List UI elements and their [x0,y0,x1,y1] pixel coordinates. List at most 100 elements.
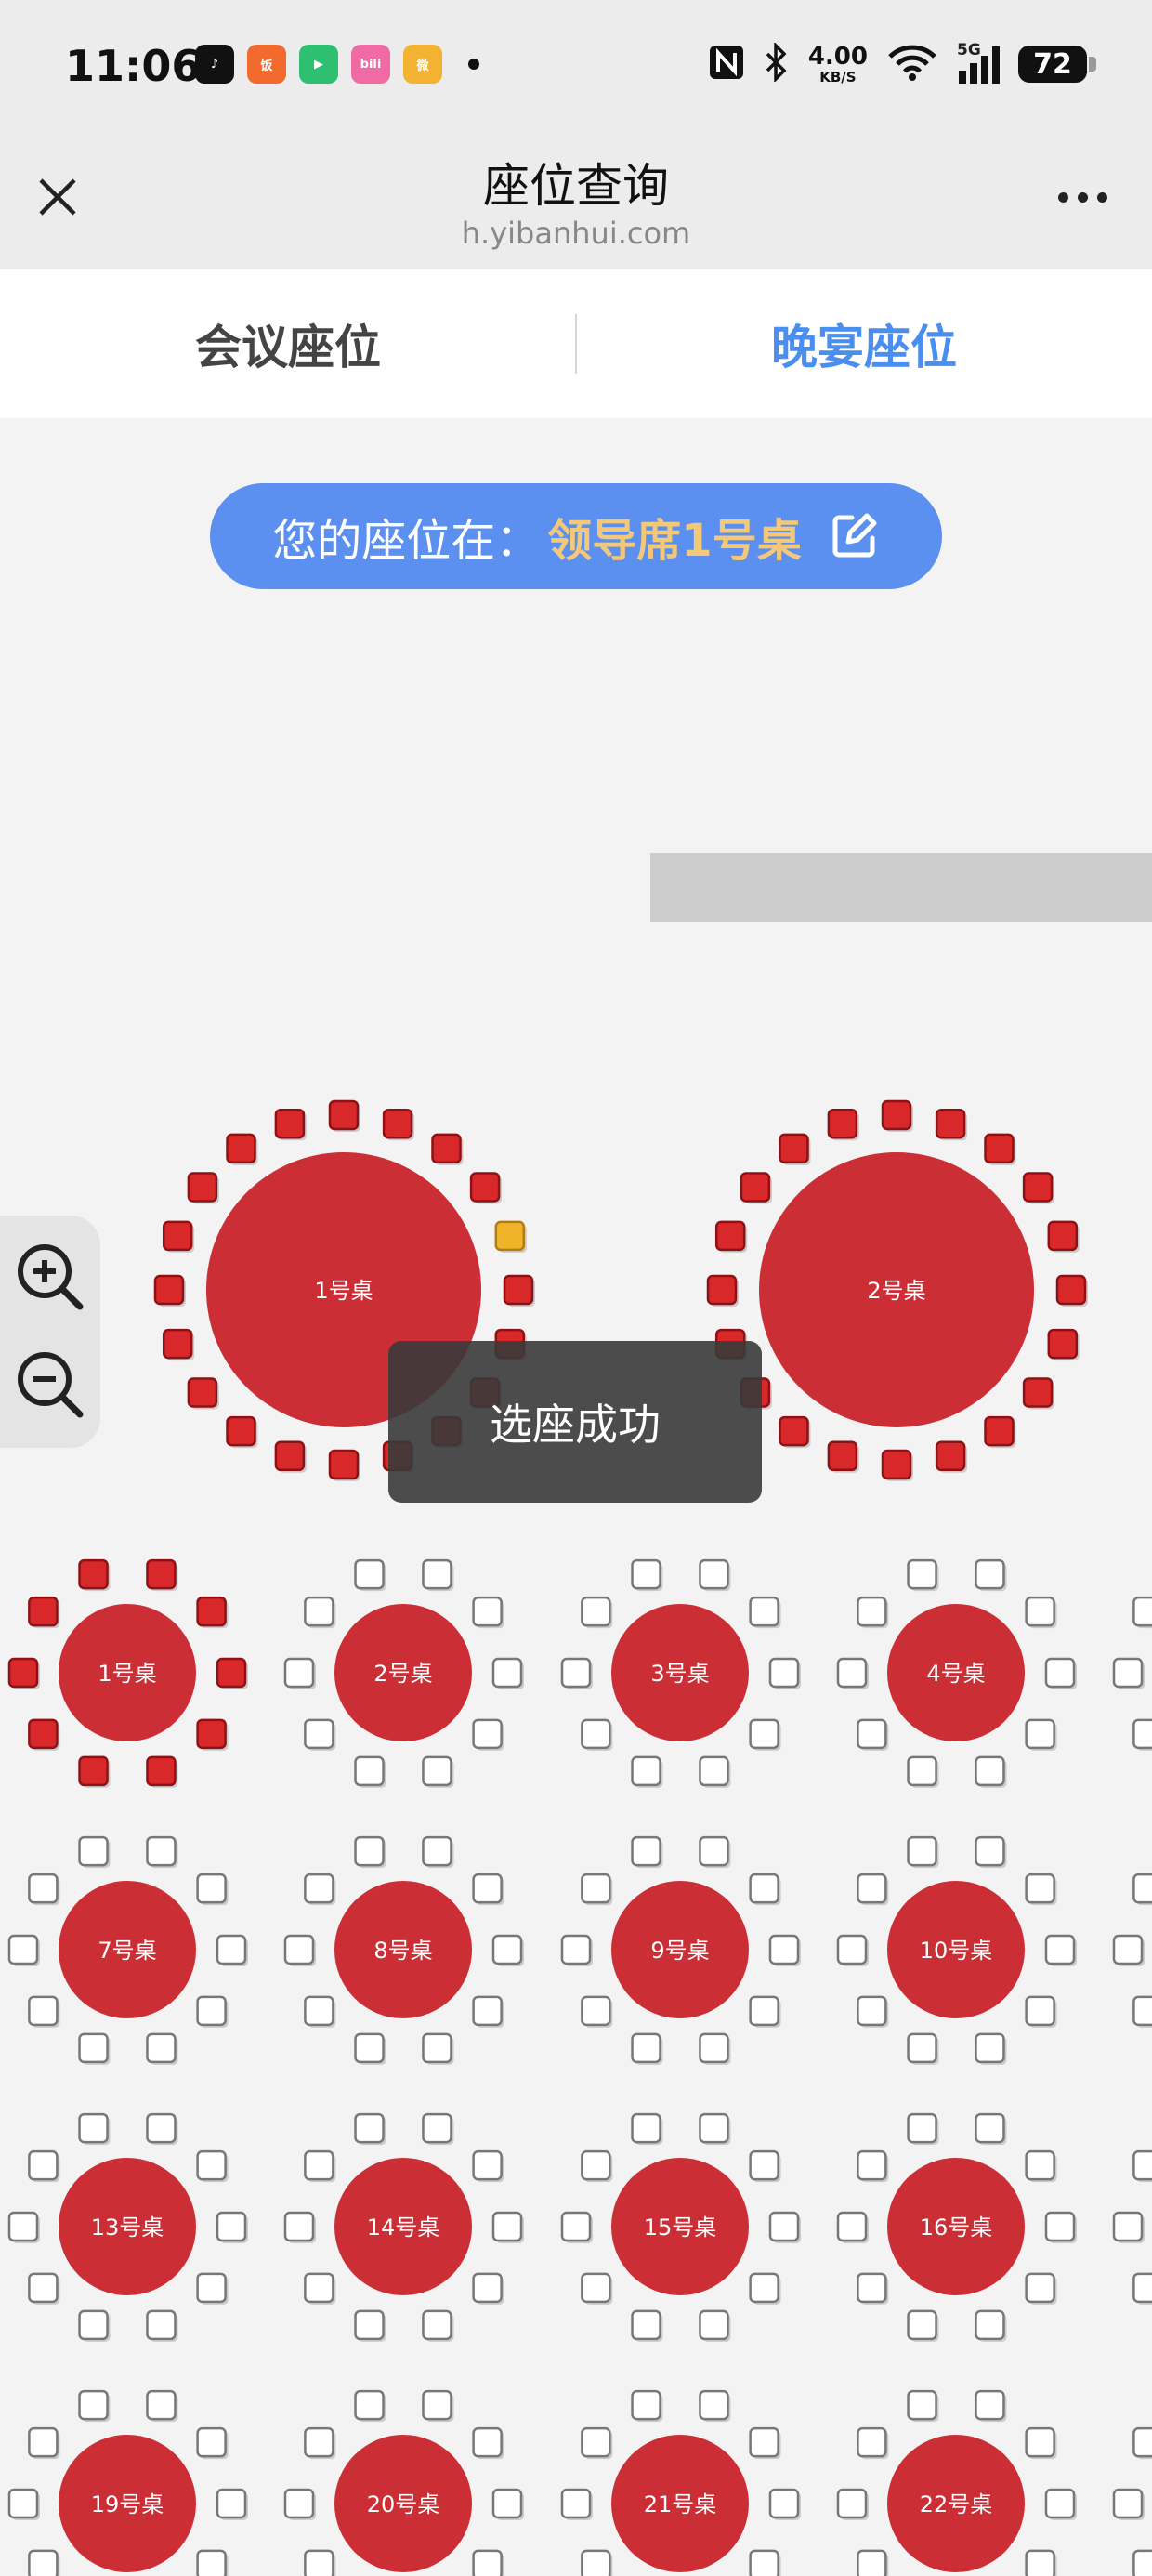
seat[interactable] [768,1934,800,1965]
seat[interactable] [28,1596,59,1627]
seat[interactable] [631,2309,661,2341]
seat[interactable] [779,1133,809,1164]
seat[interactable] [28,2426,59,2458]
seat[interactable] [216,1657,247,1689]
seat[interactable] [328,1449,360,1480]
seat[interactable] [196,1873,227,1904]
seat[interactable] [78,2112,109,2144]
seat[interactable] [699,2112,729,2144]
seat[interactable] [984,1415,1015,1447]
seat[interactable] [560,2488,592,2519]
seat[interactable] [491,2488,523,2519]
seat[interactable] [494,1220,526,1252]
seat[interactable] [560,2211,592,2242]
seat[interactable] [283,1934,315,1965]
seat[interactable] [836,2488,868,2519]
seat[interactable] [304,1995,334,2027]
seat[interactable] [328,1099,360,1131]
seat[interactable] [1047,1220,1079,1252]
seat[interactable] [472,1995,503,2027]
seat[interactable] [749,1873,779,1904]
seat[interactable] [304,2272,334,2304]
seat[interactable] [146,1558,177,1590]
seat[interactable] [1055,1274,1087,1306]
seat[interactable] [283,1657,315,1689]
seat[interactable] [1022,1172,1054,1203]
seat[interactable] [699,1755,729,1787]
seat[interactable] [935,1440,966,1472]
seat[interactable] [975,1558,1005,1590]
seat[interactable] [749,1596,779,1627]
seat[interactable] [975,1755,1005,1787]
seat[interactable] [857,2272,887,2304]
seat[interactable] [472,1596,503,1627]
seat[interactable] [146,1755,177,1787]
seat[interactable] [907,1755,937,1787]
seat[interactable] [503,1274,534,1306]
seat[interactable] [7,1934,39,1965]
zoom-in-button[interactable] [11,1238,89,1316]
seat[interactable] [354,2032,385,2064]
seat[interactable] [1112,1934,1144,1965]
seat[interactable] [226,1415,256,1447]
seat[interactable] [274,1440,306,1472]
seat[interactable] [857,1718,887,1750]
seat[interactable] [749,2272,779,2304]
seat[interactable] [354,2112,385,2144]
seat[interactable] [196,2426,227,2458]
seat[interactable] [581,1873,611,1904]
seat[interactable] [581,2149,611,2181]
seat[interactable] [581,2272,611,2304]
seat[interactable] [975,2389,1005,2421]
seat[interactable] [749,2426,779,2458]
seat[interactable] [304,2149,334,2181]
seat[interactable] [935,1108,966,1139]
seat[interactable] [699,2389,729,2421]
seat[interactable] [196,1596,227,1627]
seat[interactable] [431,1133,462,1164]
seat[interactable] [491,1934,523,1965]
seat[interactable] [975,1835,1005,1867]
seat[interactable] [984,1133,1015,1164]
seat[interactable] [907,1558,937,1590]
seat[interactable] [196,2272,227,2304]
seat[interactable] [78,1835,109,1867]
seat[interactable] [28,2272,59,2304]
seat[interactable] [162,1220,193,1252]
seat[interactable] [491,2211,523,2242]
seat[interactable] [699,2309,729,2341]
seat[interactable] [153,1274,185,1306]
seat[interactable] [196,1995,227,2027]
seat[interactable] [836,2211,868,2242]
seat[interactable] [581,1596,611,1627]
seat[interactable] [699,1558,729,1590]
seat[interactable] [1022,1377,1054,1408]
seat[interactable] [472,2272,503,2304]
seat[interactable] [1132,1873,1152,1904]
seat[interactable] [631,1755,661,1787]
seat[interactable] [1025,2149,1055,2181]
seat[interactable] [749,2149,779,2181]
seat[interactable] [1112,1657,1144,1689]
seat[interactable] [1132,1596,1152,1627]
seat[interactable] [146,2032,177,2064]
seat[interactable] [631,2032,661,2064]
seat[interactable] [146,2309,177,2341]
seat[interactable] [907,1835,937,1867]
seat[interactable] [1132,2549,1152,2576]
seat[interactable] [857,2149,887,2181]
seat[interactable] [354,2389,385,2421]
seat[interactable] [1044,1934,1076,1965]
seat[interactable] [354,1558,385,1590]
seat[interactable] [881,1449,912,1480]
seat[interactable] [162,1328,193,1360]
seat[interactable] [304,1596,334,1627]
seat[interactable] [146,2112,177,2144]
seat[interactable] [28,1873,59,1904]
seat[interactable] [581,2549,611,2576]
seat[interactable] [196,2149,227,2181]
seat[interactable] [7,2488,39,2519]
seat[interactable] [560,1657,592,1689]
seat[interactable] [469,1172,501,1203]
seat[interactable] [857,2549,887,2576]
